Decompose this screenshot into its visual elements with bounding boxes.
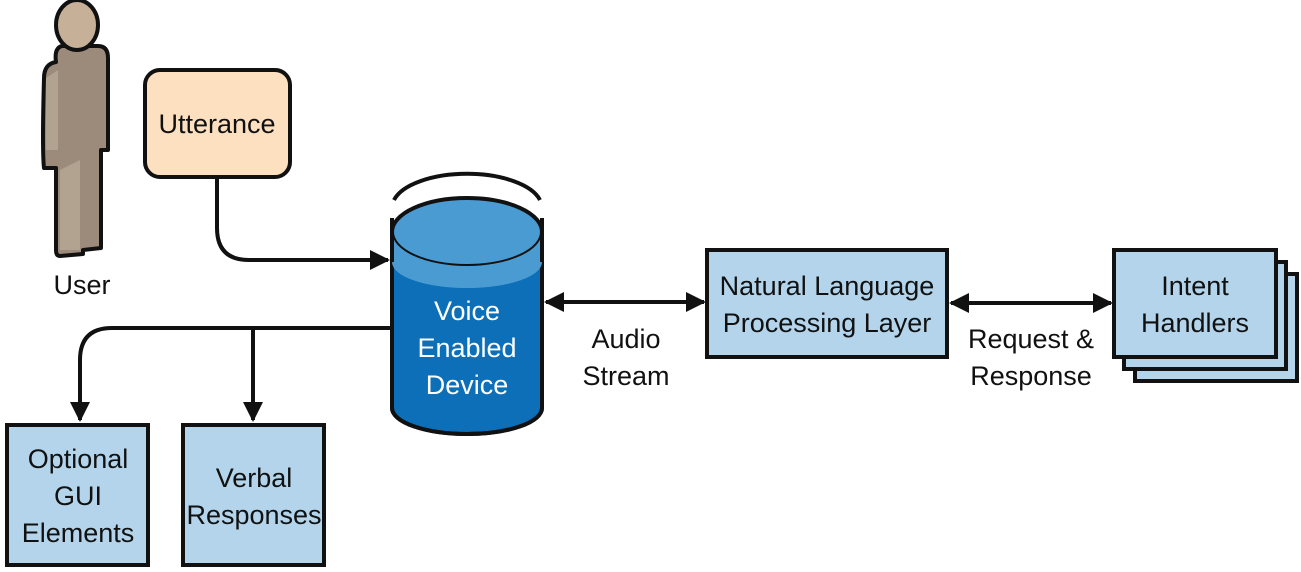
intent-handlers-node[interactable]: Intent Handlers <box>1112 248 1299 383</box>
edge-utterance-to-device <box>215 177 390 270</box>
nlp-node[interactable]: Natural Language Processing Layer <box>705 248 949 359</box>
gui-label-line1: Optional <box>28 444 129 474</box>
intent-label-line2: Handlers <box>1141 308 1249 338</box>
utterance-node[interactable]: Utterance <box>143 68 292 179</box>
device-label-line1: Voice <box>434 296 500 326</box>
verbal-label-line2: Responses <box>186 500 321 530</box>
verbal-label-line1: Verbal <box>216 463 293 493</box>
person-icon <box>41 0 110 258</box>
intent-label-line1: Intent <box>1161 271 1229 301</box>
verbal-responses-node[interactable]: Verbal Responses <box>181 423 326 567</box>
nlp-label-line2: Processing Layer <box>723 308 932 338</box>
edge-device-to-gui <box>70 326 392 422</box>
gui-elements-node[interactable]: Optional GUI Elements <box>5 423 150 567</box>
request-response-line1: Request & <box>968 324 1094 354</box>
request-response-line2: Response <box>970 361 1092 391</box>
gui-label-line2: GUI <box>54 481 102 511</box>
audio-stream-line2: Stream <box>582 361 669 391</box>
device-label-line3: Device <box>426 370 509 400</box>
user-label: User <box>53 270 110 300</box>
nlp-label-line1: Natural Language <box>720 271 935 301</box>
device-label-line2: Enabled <box>417 333 516 363</box>
gui-label-line3: Elements <box>22 518 135 548</box>
cylinder-icon[interactable] <box>390 171 544 436</box>
utterance-label: Utterance <box>158 109 275 139</box>
audio-stream-line1: Audio <box>591 324 660 354</box>
